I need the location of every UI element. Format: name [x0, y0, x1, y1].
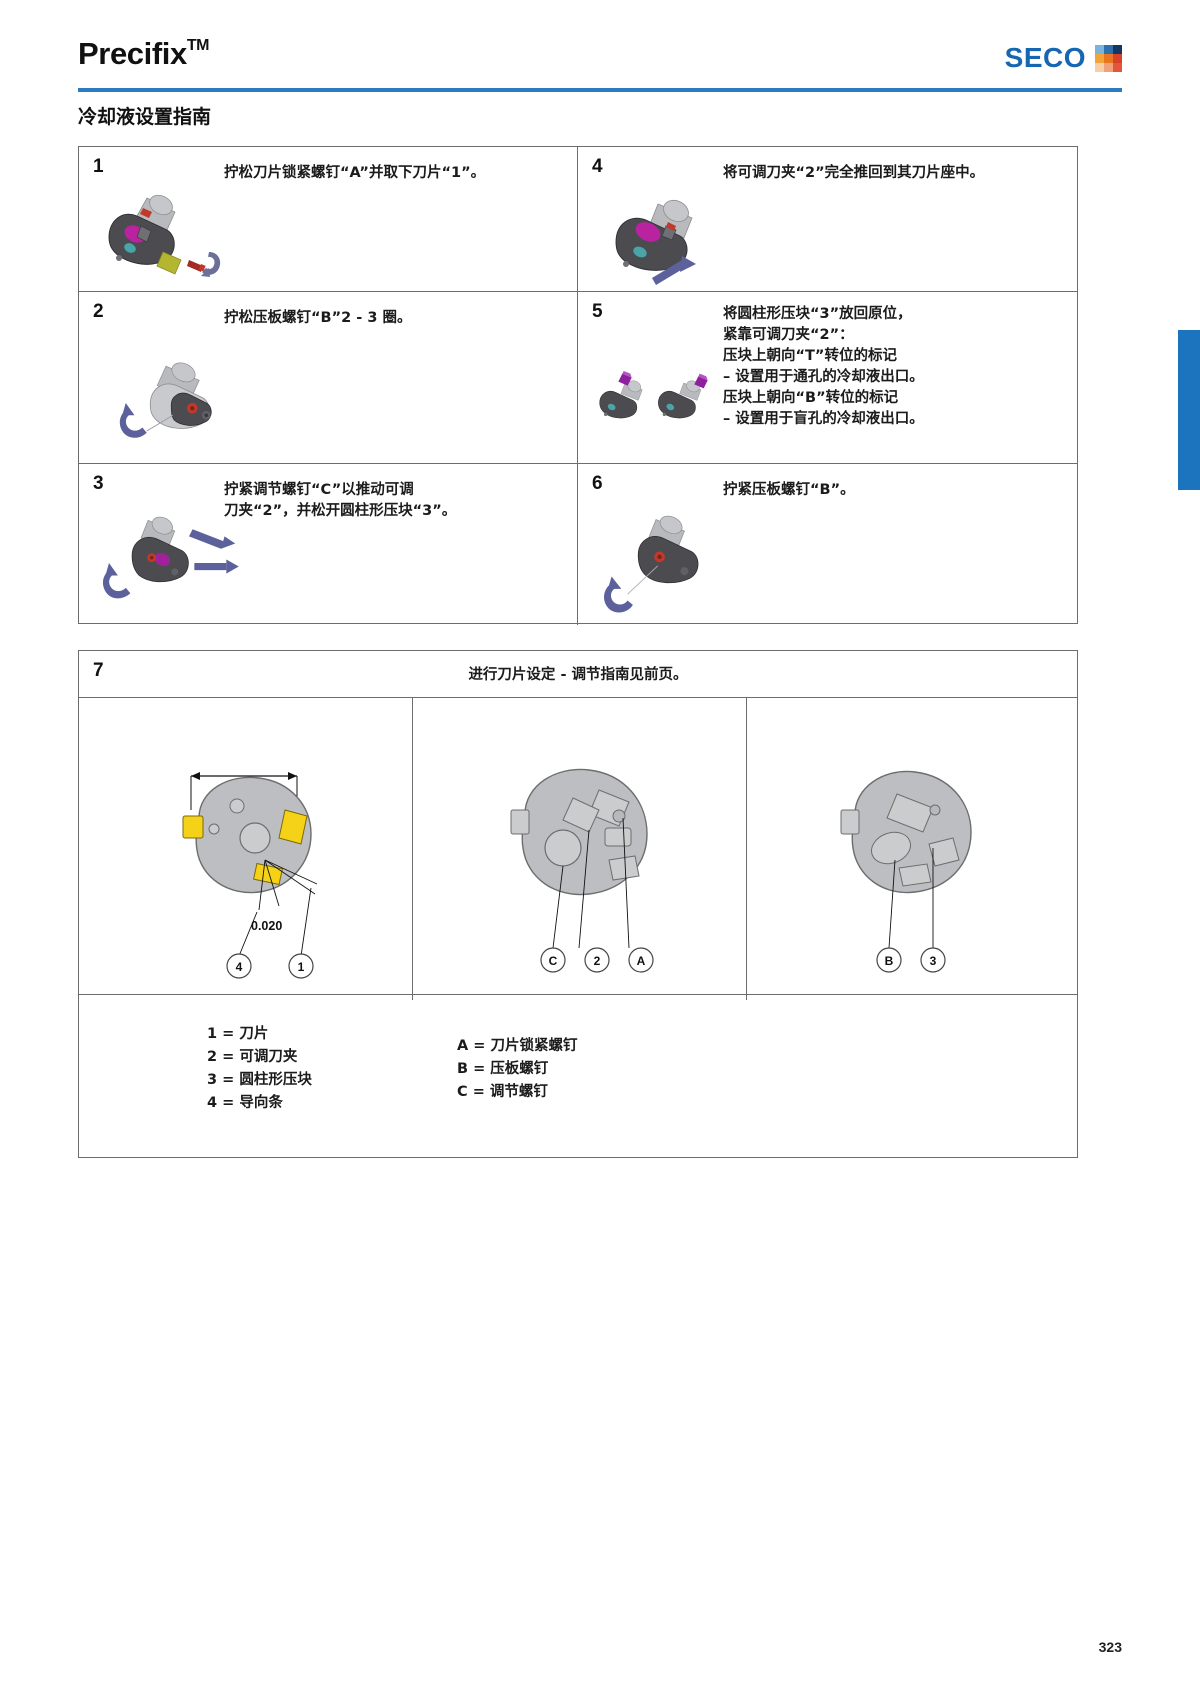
logo-square-8 — [1104, 62, 1113, 72]
step-number: 7 — [93, 660, 104, 681]
callout-1: 1 — [298, 960, 305, 974]
step-line: 拧松压板螺钉“B”2 - 3 圈。 — [224, 310, 412, 326]
panel7-figures: 0.020 4 1 — [79, 698, 1077, 1000]
step-instruction: 拧松压板螺钉“B”2 - 3 圈。 — [224, 308, 567, 329]
step-line: – 设置用于盲孔的冷却液出口。 — [723, 411, 924, 427]
header-divider — [78, 88, 1122, 92]
figure-3-drawing: B 3 — [840, 770, 972, 973]
step-line: 将圆柱形压块“3”放回原位， — [723, 306, 912, 322]
legend-parts: 1 = 刀片 2 = 可调刀夹 3 = 圆柱形压块 4 = 导向条 — [207, 1026, 312, 1111]
step-illustration-6 — [604, 515, 699, 613]
step-number: 1 — [93, 156, 104, 177]
step-line: 将可调刀夹“2”完全推回到其刀片座中。 — [723, 165, 985, 181]
step-illustration-5 — [599, 371, 708, 419]
step-illustration-4 — [615, 199, 696, 285]
step-instruction: 将圆柱形压块“3”放回原位， 紧靠可调刀夹“2”： 压块上朝向“T”转位的标记 … — [723, 304, 1067, 430]
logo-square-7 — [1095, 62, 1104, 72]
callout-C: C — [549, 954, 558, 968]
logo-square-4 — [1095, 53, 1104, 63]
page-number: 323 — [1098, 1639, 1122, 1655]
step-number: 3 — [93, 473, 104, 494]
callout-B: B — [885, 954, 894, 968]
step-line: 压块上朝向“T”转位的标记 — [723, 348, 897, 364]
callout-2: 2 — [594, 954, 601, 968]
panel7-figure-1: 0.020 4 1 — [79, 698, 413, 1000]
dimension-label: 0.020 — [251, 919, 282, 933]
callout-3: 3 — [930, 954, 937, 968]
page-header: PrecifixTM SECO — [78, 36, 1122, 98]
step-line: 拧紧调节螺钉“C”以推动可调 — [224, 482, 414, 498]
step-number: 6 — [592, 473, 603, 494]
step-illustration-2 — [119, 362, 212, 438]
step-instruction: 拧紧压板螺钉“B”。 — [723, 480, 1067, 501]
logo-square-3 — [1113, 44, 1122, 54]
panel7-legend: 1 = 刀片 2 = 可调刀夹 3 = 圆柱形压块 4 = 导向条 A = 刀片… — [79, 995, 1077, 1155]
step-instruction: 拧紧调节螺钉“C”以推动可调 刀夹“2”，并松开圆柱形压块“3”。 — [224, 480, 567, 522]
logo-square-9 — [1113, 62, 1122, 72]
seco-logo-squares — [1095, 44, 1122, 72]
step-instruction: 拧松刀片锁紧螺钉“A”并取下刀片“1”。 — [224, 163, 567, 184]
callout-A: A — [637, 954, 646, 968]
step-illustration-3 — [102, 516, 239, 599]
logo-square-6 — [1113, 53, 1122, 63]
assembly-steps-table: 1 拧松刀片锁紧螺钉“A”并取下刀片“1”。 4 — [78, 146, 1078, 625]
step-line: – 设置用于通孔的冷却液出口。 — [723, 369, 924, 385]
seco-logo: SECO — [1005, 42, 1122, 74]
step-illustration-1 — [108, 194, 221, 277]
chapter-side-tab — [1178, 330, 1200, 490]
step-number: 2 — [93, 301, 104, 322]
step-cell-1: 1 拧松刀片锁紧螺钉“A”并取下刀片“1”。 — [79, 147, 578, 292]
step-number: 5 — [592, 301, 603, 322]
callout-4: 4 — [236, 960, 243, 974]
logo-square-5 — [1104, 53, 1113, 63]
step-instruction: 将可调刀夹“2”完全推回到其刀片座中。 — [723, 163, 1067, 184]
step-cell-2: 2 拧松压板螺钉“B”2 - 3 圈。 — [79, 292, 578, 464]
seco-wordmark: SECO — [1004, 42, 1086, 73]
step-line: 刀夹“2”，并松开圆柱形压块“3”。 — [224, 503, 457, 519]
trademark-symbol: TM — [186, 37, 210, 54]
step-line: 紧靠可调刀夹“2”： — [723, 327, 854, 343]
step-cell-5: 5 将圆柱形压块“3”放回原位， 紧靠可调刀夹“2”： 压块上朝向“T”转位的标… — [578, 292, 1077, 464]
step-cell-6: 6 拧紧压板螺钉“B”。 — [578, 464, 1077, 625]
panel7-title: 进行刀片设定 - 调节指南见前页。 — [468, 667, 688, 683]
panel7-figure-2: C 2 A — [413, 698, 747, 1000]
legend-screws: A = 刀片锁紧螺钉 B = 压板螺钉 C = 调节螺钉 — [457, 1038, 578, 1100]
insert-setting-panel: 7 进行刀片设定 - 调节指南见前页。 — [78, 650, 1078, 1158]
logo-square-2 — [1104, 44, 1113, 54]
product-name: Precifix — [78, 36, 187, 71]
figure-2-drawing: C 2 A — [510, 768, 654, 973]
step-line: 拧紧压板螺钉“B”。 — [723, 482, 855, 498]
figure-1-drawing: 0.020 4 1 — [182, 772, 318, 979]
step-line: 拧松刀片锁紧螺钉“A”并取下刀片“1”。 — [224, 165, 486, 181]
logo-square-1 — [1095, 44, 1104, 54]
page-title: PrecifixTM — [78, 36, 210, 72]
panel7-figure-3: B 3 — [747, 698, 1079, 1000]
step-cell-3: 3 拧紧调节螺钉“C”以推动可调 刀夹“2”，并松开圆柱形压块“3”。 — [79, 464, 578, 625]
section-title: 冷却液设置指南 — [78, 106, 212, 128]
step-line: 压块上朝向“B”转位的标记 — [723, 390, 899, 406]
panel7-header: 7 进行刀片设定 - 调节指南见前页。 — [79, 651, 1077, 698]
step-cell-4: 4 将可调刀夹“2”完全推回到其刀片座中。 — [578, 147, 1077, 292]
step-number: 4 — [592, 156, 603, 177]
